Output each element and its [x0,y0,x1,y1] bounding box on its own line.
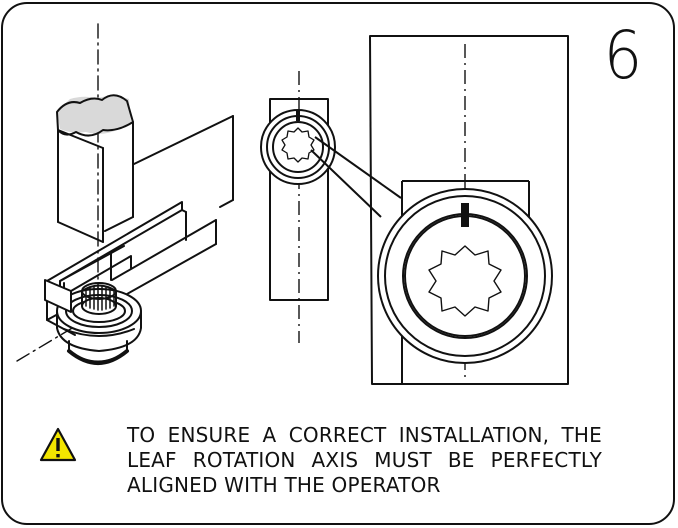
large-spline-gear [428,245,502,317]
small-alignment-marker [296,110,300,121]
large-alignment-marker [461,203,469,227]
notice-line-3: ALIGNED WITH THE OPERATOR [127,473,441,497]
small-spline-gear [281,127,315,163]
operator-housing [369,35,569,385]
isometric-assembly [16,23,234,365]
horizontal-axis-line [16,317,90,362]
mounting-bracket [46,201,217,336]
installation-notice: TO ENSURE A CORRECT INSTALLATION, THE LE… [127,423,617,498]
splined-hub [44,255,142,365]
notice-line-1: TO ENSURE A CORRECT INSTALLATION, THE [127,423,602,447]
notice-line-2: LEAF ROTATION AXIS MUST BE PERFECTLY [127,448,602,472]
wall-block [56,94,234,243]
warning-icon [39,427,77,462]
narrow-arm [260,71,402,343]
step-number: 6 [603,17,643,94]
installation-diagram [16,23,569,385]
